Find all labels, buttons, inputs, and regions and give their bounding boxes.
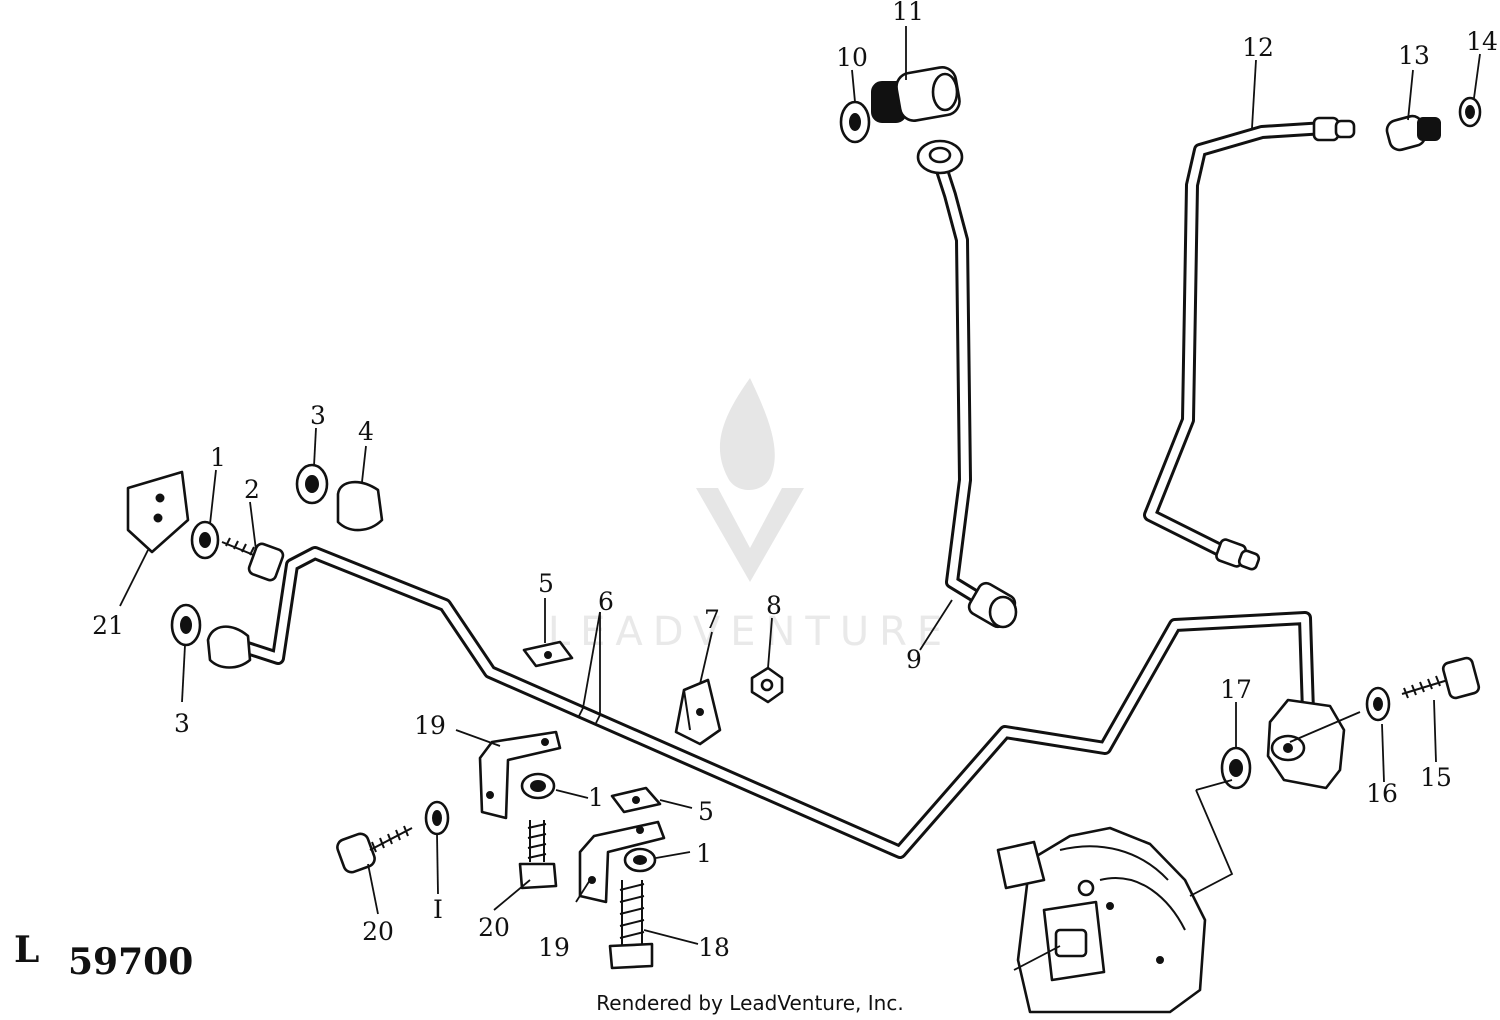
elbow-fitting-11 <box>871 66 961 123</box>
pipe-9 <box>916 139 1018 629</box>
callout-18: 18 <box>698 933 730 962</box>
leader-lines <box>119 26 1481 971</box>
callout-1-middle: 1 <box>588 783 604 812</box>
callout-1-left: I <box>433 895 443 924</box>
washer-17 <box>1220 746 1252 790</box>
figure-id: L 59700 <box>14 929 193 983</box>
washer-3-lower <box>170 603 202 647</box>
callout-20-right: 20 <box>478 913 510 942</box>
pipe-12 <box>1143 116 1356 571</box>
figure-id-number: 59700 <box>68 941 193 983</box>
washer-1-upper <box>190 520 220 560</box>
callout-14: 14 <box>1466 27 1498 56</box>
washer-1-lower <box>623 847 657 873</box>
bolt-20-left <box>336 825 413 874</box>
figure-id-prefix: L <box>14 929 39 971</box>
callout-3-upper: 3 <box>310 401 326 430</box>
bolt-15 <box>1401 656 1481 700</box>
callout-8: 8 <box>766 591 782 620</box>
bracket-19-lower <box>578 820 666 904</box>
washer-16 <box>1365 686 1391 722</box>
pump-housing <box>996 826 1207 1014</box>
callout-17: 17 <box>1220 675 1252 704</box>
credit-line: Rendered by LeadVenture, Inc. <box>596 991 903 1015</box>
bolt-20-vertical <box>518 820 558 890</box>
callout-5-upper: 5 <box>538 569 554 598</box>
washer-1-left <box>424 800 450 836</box>
callout-1-lower: 1 <box>696 839 712 868</box>
callout-11: 11 <box>892 0 924 26</box>
callout-10: 10 <box>836 43 868 72</box>
callout-4: 4 <box>358 417 374 446</box>
callout-7: 7 <box>704 605 720 634</box>
washer-10 <box>839 100 871 144</box>
nut-8 <box>750 666 784 704</box>
bolt-18 <box>608 880 654 970</box>
callout-13: 13 <box>1398 41 1430 70</box>
clamp-7 <box>674 678 722 746</box>
washer-3-upper <box>295 463 329 505</box>
callout-19-lower: 19 <box>538 933 570 962</box>
callout-3-lower: 3 <box>174 709 190 738</box>
callout-9: 9 <box>906 645 922 674</box>
callout-19-upper: 19 <box>414 711 446 740</box>
pipe-12-top-fitting <box>1312 116 1340 142</box>
bracket-plate-21 <box>126 470 190 554</box>
callout-20-left: 20 <box>362 917 394 946</box>
callout-2: 2 <box>244 475 260 504</box>
bracket-19-upper <box>478 730 562 820</box>
callout-numbers: 21 1 2 3 4 3 5 6 7 8 9 10 11 12 13 14 15… <box>92 0 1498 962</box>
watermark-text: LEADVENTURE <box>548 609 952 655</box>
callout-6: 6 <box>598 587 614 616</box>
main-pipe <box>231 546 1315 859</box>
callout-12: 12 <box>1242 33 1274 62</box>
elbow-fitting-13 <box>1385 114 1441 152</box>
callout-15: 15 <box>1420 763 1452 792</box>
callout-5-lower: 5 <box>698 797 714 826</box>
clip-5-upper <box>522 640 574 668</box>
watermark-logo: LEADVENTURE <box>548 378 952 655</box>
washer-14 <box>1458 96 1482 128</box>
cap-4 <box>336 480 384 532</box>
callout-16: 16 <box>1366 779 1398 808</box>
fitting-block <box>1266 698 1346 790</box>
pipe-end-cap <box>206 625 252 669</box>
callout-21: 21 <box>92 611 124 640</box>
clip-5-lower <box>610 786 662 814</box>
washer-1-middle <box>520 772 556 800</box>
callout-1-upper: 1 <box>210 443 226 472</box>
bolt-2 <box>221 537 285 582</box>
